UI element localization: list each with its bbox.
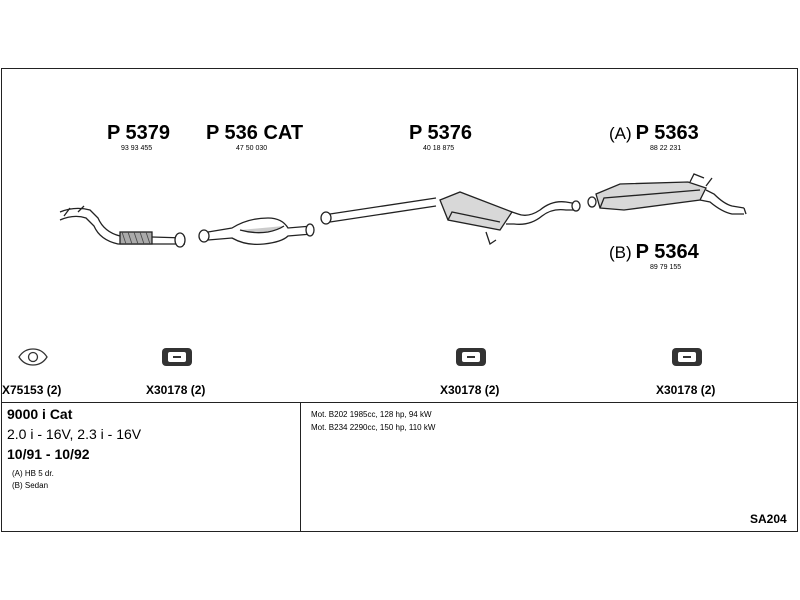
variant-note-a: (A) HB 5 dr.: [12, 469, 54, 478]
front-pipe-illustration: [59, 205, 186, 248]
part-code-p5379: P 5379: [107, 122, 171, 144]
part-ref-p5379: 93 93 455: [121, 145, 153, 152]
motor-spec-b202: Mot. B202 1985cc, 128 hp, 94 kW: [311, 410, 432, 419]
rubber-hanger-icon: [672, 348, 702, 366]
accessory-label-x75153: X75153 (2): [2, 383, 62, 397]
part-code-p5363-text: P 5363: [635, 122, 699, 144]
rubber-hanger-icon: [162, 348, 192, 366]
gasket-ring-icon: [18, 348, 48, 366]
diagram-code: SA204: [750, 512, 787, 526]
part-ref-p5364: 89 79 155: [650, 264, 682, 271]
motor-spec-b234: Mot. B234 2290cc, 150 hp, 110 kW: [311, 423, 436, 432]
info-divider-vertical: [300, 402, 301, 532]
vehicle-model: 9000 i Cat: [7, 406, 73, 422]
accessory-label-x30178-1: X30178 (2): [146, 383, 206, 397]
info-divider-horizontal: [1, 402, 798, 403]
part-code-p5364-text: P 5364: [635, 241, 699, 263]
part-code-p5364: (B)P 5364: [609, 241, 699, 264]
variant-a-label: (A): [609, 124, 632, 143]
catalytic-converter-illustration: [198, 217, 315, 246]
variant-note-b: (B) Sedan: [12, 481, 49, 490]
variant-b-label: (B): [609, 243, 632, 262]
part-code-p5376: P 5376: [409, 122, 473, 144]
part-ref-p5376: 40 18 875: [423, 145, 455, 152]
vehicle-engines: 2.0 i - 16V, 2.3 i - 16V: [7, 426, 142, 442]
rubber-hanger-icon: [456, 348, 486, 366]
part-ref-p536cat: 47 50 030: [236, 145, 268, 152]
part-ref-p5363: 88 22 231: [650, 145, 682, 152]
rear-silencer-illustration: [587, 173, 747, 215]
part-code-p536cat: P 536 CAT: [206, 122, 304, 144]
part-code-p5363: (A)P 5363: [609, 122, 699, 145]
accessory-label-x30178-3: X30178 (2): [656, 383, 716, 397]
accessory-label-x30178-2: X30178 (2): [440, 383, 500, 397]
center-silencer-illustration: [320, 191, 581, 246]
vehicle-years: 10/91 - 10/92: [7, 446, 90, 462]
diagram-frame: [1, 68, 798, 532]
